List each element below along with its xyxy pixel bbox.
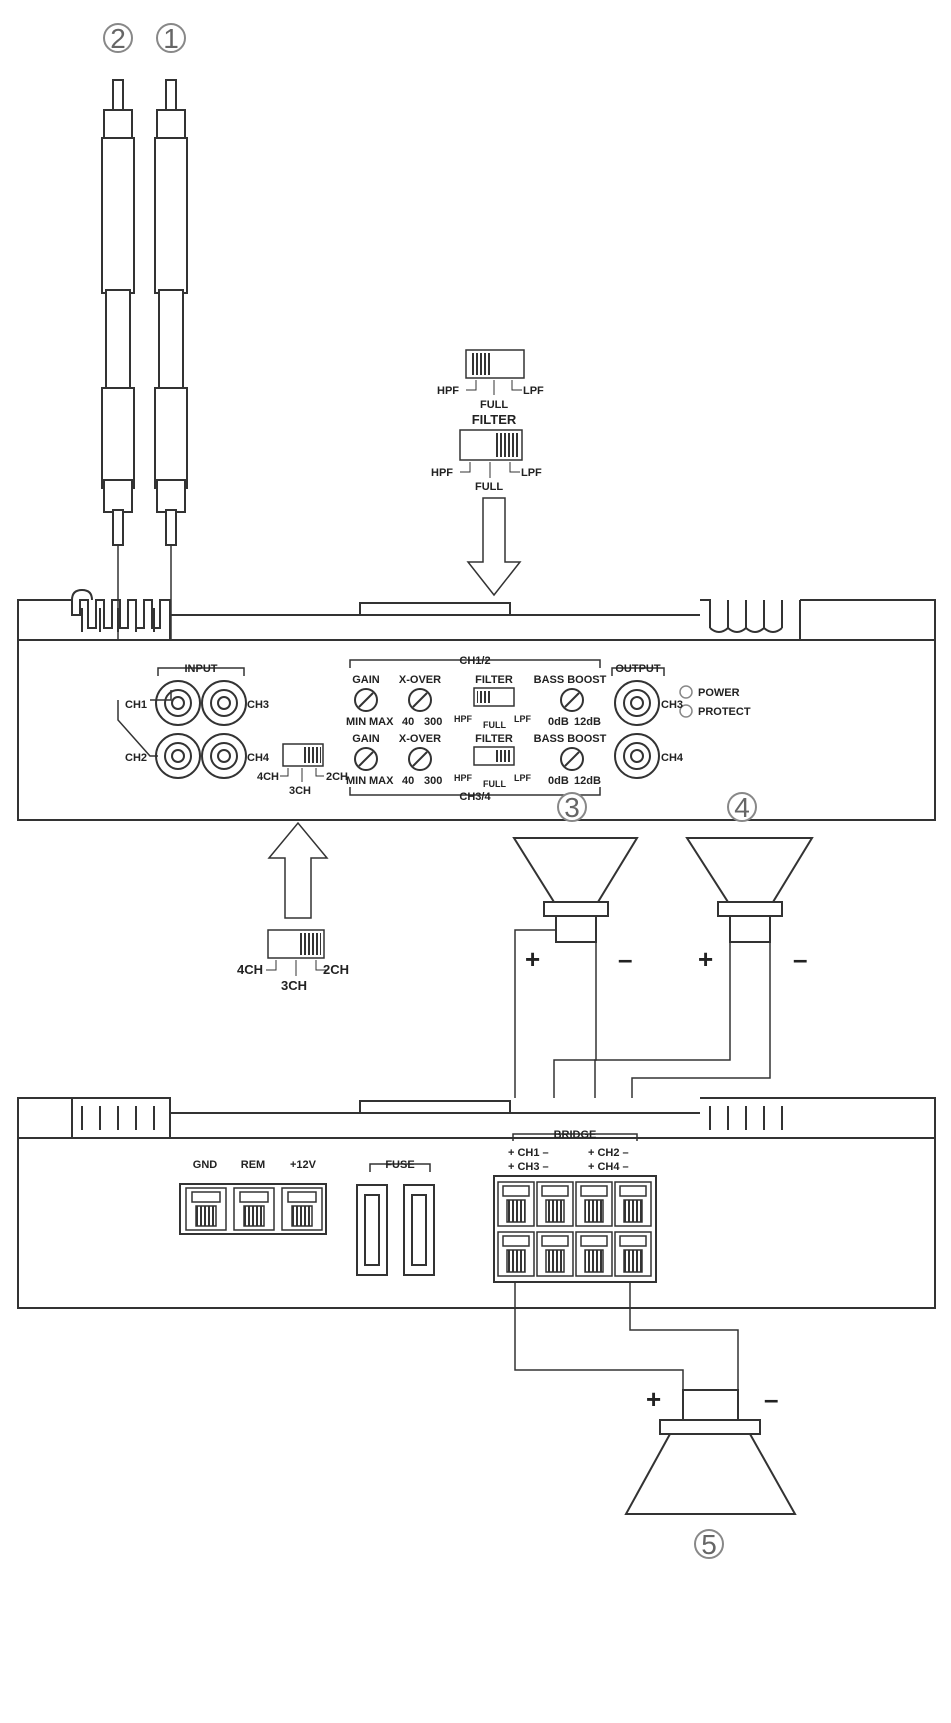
gain-max-2: MAX — [369, 775, 394, 787]
xover-high-2: 300 — [424, 775, 442, 787]
filter-lpf-2: LPF — [514, 773, 532, 783]
fuse-label: FUSE — [385, 1159, 414, 1171]
amp-mode-4ch: 4CH — [257, 771, 279, 783]
gnd-label: GND — [193, 1159, 218, 1171]
power-label: POWER — [698, 687, 740, 699]
output-label: OUTPUT — [615, 663, 661, 675]
arrow-up-icon — [267, 821, 329, 919]
bridge-label: BRIDGE — [554, 1129, 597, 1141]
xover-label-1: X-OVER — [399, 674, 441, 686]
xover-low-2: 40 — [402, 775, 414, 787]
filter-switch-detail: HPF FULL LPF FILTER HPF FULL LPF — [431, 349, 544, 597]
mode-2ch-label: 2CH — [323, 962, 349, 977]
amp-mode-switch: 4CH 3CH 2CH — [257, 743, 348, 797]
callout-4: 4 — [734, 792, 750, 823]
filter-label-1: FILTER — [475, 674, 513, 686]
filter-hpf-label-2: HPF — [431, 467, 453, 479]
protect-led-icon — [679, 704, 693, 718]
bb-low-1: 0dB — [548, 716, 569, 728]
amp-mode-3ch: 3CH — [289, 785, 311, 797]
mode-3ch-label: 3CH — [281, 978, 307, 993]
arrow-down-icon — [466, 497, 522, 597]
amplifier-bottom — [17, 1097, 936, 1309]
power-led-icon — [679, 685, 693, 699]
bb-high-2: 12dB — [574, 775, 601, 787]
bridge-wires — [514, 1282, 739, 1390]
term-ch4-label: + CH4 – — [588, 1161, 629, 1173]
rem-label: REM — [241, 1159, 265, 1171]
filter-hpf-label: HPF — [437, 385, 459, 397]
input-ch2-label: CH2 — [125, 752, 147, 764]
speaker-3: 3 — [512, 792, 639, 943]
bb-high-1: 12dB — [574, 716, 601, 728]
filter-full-2: FULL — [483, 779, 506, 789]
gain-min-2: MIN — [346, 775, 366, 787]
speaker-5: 5 — [624, 1389, 797, 1560]
filter-title: FILTER — [472, 412, 517, 427]
output-ch4-label: CH4 — [661, 752, 684, 764]
xover-low-1: 40 — [402, 716, 414, 728]
filter-lpf-1: LPF — [514, 714, 532, 724]
filter-label-2: FILTER — [475, 733, 513, 745]
term-ch1-label: + CH1 – — [508, 1147, 549, 1159]
amp-mode-2ch: 2CH — [326, 771, 348, 783]
callout-1: 1 — [163, 23, 179, 54]
filter-lpf-label: LPF — [523, 385, 544, 397]
rca-cable-1: 1 — [154, 23, 188, 690]
fuses: FUSE — [356, 1159, 435, 1276]
group-ch12-label: CH1/2 — [459, 655, 490, 667]
filter-hpf-1: HPF — [454, 714, 473, 724]
speaker-4: 4 — [685, 792, 814, 943]
12v-label: +12V — [290, 1159, 317, 1171]
bass-boost-label-1: BASS BOOST — [534, 674, 607, 686]
term-ch2-label: + CH2 – — [588, 1147, 629, 1159]
xover-label-2: X-OVER — [399, 733, 441, 745]
callout-5: 5 — [701, 1529, 717, 1560]
mode-switch-detail: 4CH 3CH 2CH — [237, 821, 349, 993]
input-ch1-label: CH1 — [125, 699, 147, 711]
output-jacks: OUTPUT — [611, 663, 693, 779]
bb-low-2: 0dB — [548, 775, 569, 787]
speaker-terminals: BRIDGE + CH1 – + CH3 – + CH2 – + CH4 – — [493, 1129, 657, 1283]
xover-high-1: 300 — [424, 716, 442, 728]
filter-lpf-label-2: LPF — [521, 467, 542, 479]
bass-boost-label-2: BASS BOOST — [534, 733, 607, 745]
speaker-3-plus: + — [525, 944, 540, 974]
gain-min-1: MIN — [346, 716, 366, 728]
power-terminals: GND REM +12V — [179, 1159, 327, 1235]
gain-max-1: MAX — [369, 716, 394, 728]
group-ch34-label: CH3/4 — [459, 791, 491, 803]
control-panel: CH1/2 CH3/4 GAIN MIN MAX X-OVER 40 300 F… — [346, 655, 607, 803]
output-ch3-label: CH3 — [661, 699, 683, 711]
rca-cable-2: 2 — [101, 23, 135, 700]
callout-2: 2 — [110, 23, 126, 54]
speaker-5-minus: – — [764, 1384, 778, 1414]
filter-hpf-2: HPF — [454, 773, 473, 783]
mode-4ch-label: 4CH — [237, 962, 263, 977]
input-jacks: INPUT — [155, 663, 247, 779]
filter-full-1: FULL — [483, 720, 506, 730]
input-ch3-label: CH3 — [247, 699, 269, 711]
speaker-4-plus: + — [698, 944, 713, 974]
filter-full-label: FULL — [480, 399, 508, 411]
gain-label-2: GAIN — [352, 733, 380, 745]
gain-label-1: GAIN — [352, 674, 380, 686]
speaker-4-minus: – — [793, 944, 807, 974]
input-label: INPUT — [185, 663, 218, 675]
amplifier-top — [17, 588, 936, 821]
term-ch3-label: + CH3 – — [508, 1161, 549, 1173]
callout-3: 3 — [564, 792, 580, 823]
input-ch4-label: CH4 — [247, 752, 270, 764]
protect-label: PROTECT — [698, 706, 751, 718]
filter-full-label-2: FULL — [475, 481, 503, 493]
speaker-wires — [514, 929, 771, 1098]
speaker-5-plus: + — [646, 1384, 661, 1414]
speaker-3-minus: – — [618, 944, 632, 974]
